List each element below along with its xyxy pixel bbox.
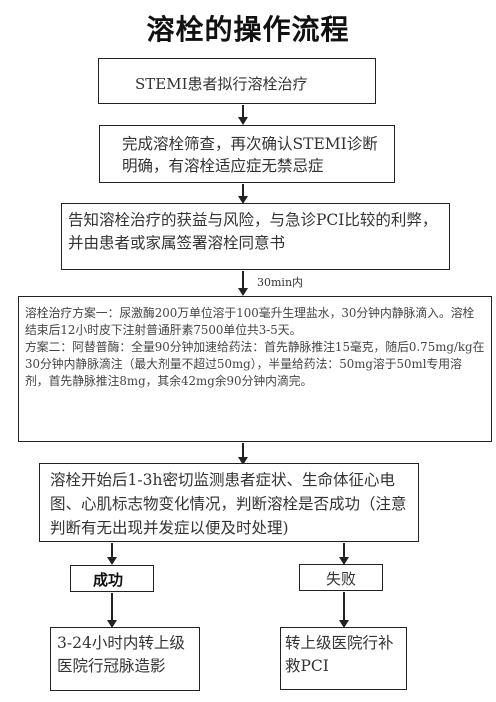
- arrow-success-action: [107, 593, 117, 628]
- time-limit-note: 30min内: [257, 276, 304, 289]
- outcome-success-box: 成功: [70, 565, 154, 592]
- arrow-fail-action: [339, 592, 349, 628]
- success-action-box: 3-24小时内转上级医院行冠脉造影: [50, 627, 200, 691]
- fail-action-text: 转上级医院行补救PCI: [285, 634, 394, 675]
- step-stemi-text: STEMI患者拟行溶栓治疗: [135, 75, 308, 93]
- step-regimen-box: 溶栓治疗方案一：尿激酶200万单位溶于100毫升生理盐水，30分钟内静脉滴入。溶…: [18, 296, 492, 442]
- step-monitoring-box: 溶栓开始后1-3h密切监测患者症状、生命体征心电图、心肌标志物变化情况，判断溶栓…: [39, 463, 419, 542]
- arrow-2: [238, 184, 248, 204]
- step-stemi-box: STEMI患者拟行溶栓治疗: [98, 58, 376, 104]
- regimen-plan-one-text: 溶栓治疗方案一：尿激酶200万单位溶于100毫升生理盐水，30分钟内静脉滴入。溶…: [25, 306, 475, 337]
- outcome-success-label: 成功: [93, 571, 124, 589]
- step-consent-box: 告知溶栓治疗的获益与风险，与急诊PCI比较的利弊，并由患者或家属签署溶栓同意书: [61, 203, 450, 270]
- regimen-plan-two-text: 方案二：阿替普酶：全量90分钟加速给药法：首先静脉推注15毫克，随后0.75mg…: [25, 340, 485, 388]
- step-screening-text: 完成溶栓筛查，再次确认STEMI诊断明确，有溶栓适应症无禁忌症: [122, 135, 378, 175]
- outcome-fail-box: 失败: [299, 564, 383, 591]
- arrow-3: [238, 271, 248, 296]
- arrow-to-fail: [339, 543, 349, 565]
- step-screening-box: 完成溶栓筛查，再次确认STEMI诊断明确，有溶栓适应症无禁忌症: [99, 125, 395, 183]
- arrow-4: [238, 443, 248, 465]
- step-consent-text: 告知溶栓治疗的获益与风险，与急诊PCI比较的利弊，并由患者或家属签署溶栓同意书: [68, 211, 438, 252]
- outcome-fail-label: 失败: [326, 570, 357, 588]
- success-action-text: 3-24小时内转上级医院行冠脉造影: [57, 634, 185, 675]
- flowchart-title: 溶栓的操作流程: [146, 13, 350, 46]
- step-monitoring-text: 溶栓开始后1-3h密切监测患者症状、生命体征心电图、心肌标志物变化情况，判断溶栓…: [50, 471, 407, 537]
- fail-action-box: 转上级医院行补救PCI: [280, 627, 407, 690]
- arrow-to-success: [107, 543, 117, 565]
- arrow-1: [238, 105, 248, 125]
